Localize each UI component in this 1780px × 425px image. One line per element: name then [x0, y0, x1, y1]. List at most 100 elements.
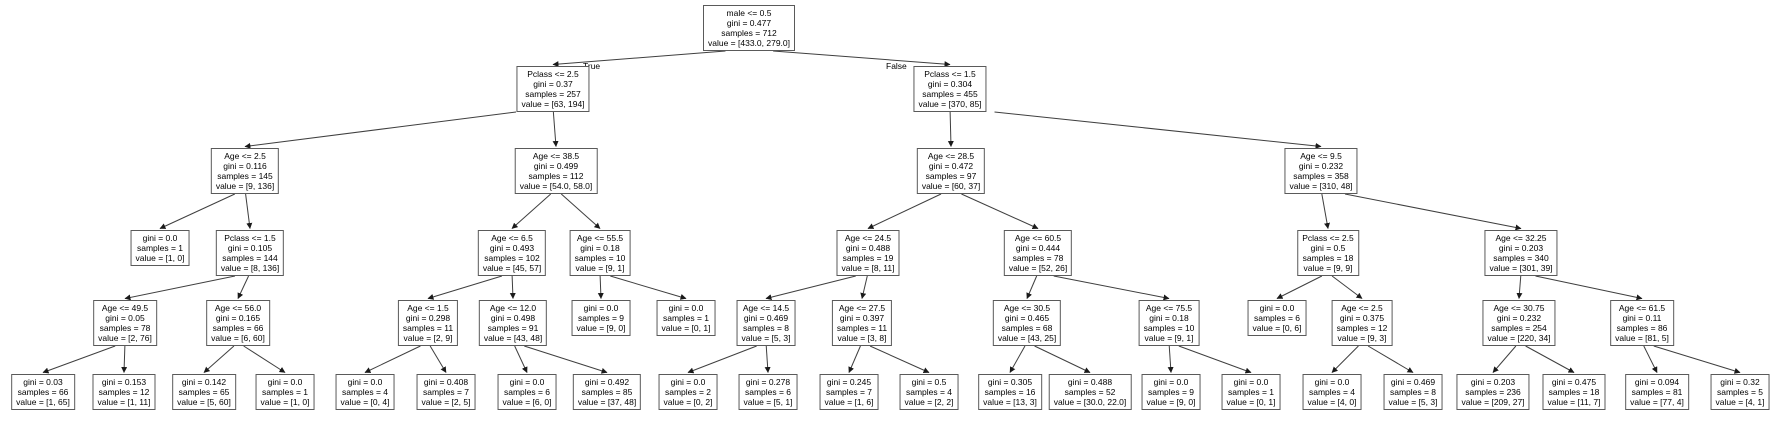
node-text-line: value = [6, 0] [502, 397, 552, 407]
node-text-line: value = [43, 25] [997, 333, 1057, 343]
node-text-line: samples = 102 [484, 253, 540, 263]
node-text-line: gini = 0.18 [1149, 313, 1189, 323]
node-text-line: samples = 18 [1548, 387, 1600, 397]
tree-edge [552, 50, 726, 68]
node-text-line: Age <= 2.5 [224, 151, 266, 161]
node-text-line: gini = 0.0 [142, 233, 178, 243]
node-text-line: samples = 254 [1491, 323, 1547, 333]
node-text-line: samples = 8 [1389, 387, 1437, 397]
node-text-line: gini = 0.32 [1720, 377, 1760, 387]
tree-edge [848, 345, 861, 373]
node-text-line: samples = 12 [98, 387, 150, 397]
node-text-line: gini = 0.397 [839, 313, 885, 323]
node-text-line: Pclass <= 1.5 [924, 69, 976, 79]
node-text-line: Age <= 75.5 [1145, 303, 1193, 313]
node-text-line: gini = 0.465 [1004, 313, 1050, 323]
node-text-line: samples = 9 [1147, 387, 1195, 397]
node-text-line: samples = 10 [574, 253, 626, 263]
node-text-line: gini = 0.203 [1498, 243, 1544, 253]
tree-edge [1344, 193, 1522, 231]
node-text-line: value = [0, 1] [661, 323, 711, 333]
tree-edge [860, 275, 868, 299]
node-text-line: samples = 65 [178, 387, 230, 397]
node-text-line: value = [5, 3] [741, 333, 791, 343]
node-text-line: samples = 1 [136, 243, 184, 253]
tree-edge [867, 193, 942, 229]
node-text-line: samples = 2 [664, 387, 712, 397]
node-text-line: Age <= 28.5 [927, 151, 975, 161]
node-text-line: samples = 11 [836, 323, 888, 333]
node-text-line: gini = 0.305 [987, 377, 1033, 387]
node-text-line: gini = 0.298 [405, 313, 451, 323]
node-text-line: gini = 0.488 [1067, 377, 1113, 387]
node-text-line: Pclass <= 2.5 [527, 69, 579, 79]
node-text-line: value = [0, 1] [1226, 397, 1276, 407]
node-text-line: samples = 455 [922, 89, 978, 99]
node-text-line: gini = 0.472 [928, 161, 974, 171]
node-text-line: samples = 9 [577, 313, 625, 323]
node-text-line: gini = 0.0 [583, 303, 619, 313]
node-text-line: gini = 0.498 [490, 313, 536, 323]
node-text-line: gini = 0.408 [423, 377, 469, 387]
node-text-line: value = [9, 9] [1303, 263, 1353, 273]
node-text-line: value = [9, 1] [1144, 333, 1194, 343]
tree-edge [244, 111, 517, 149]
node-text-line: gini = 0.0 [347, 377, 383, 387]
node-text-line: gini = 0.05 [105, 313, 145, 323]
node-text-line: gini = 0.0 [670, 377, 706, 387]
node-text-line: value = [9, 3] [1337, 333, 1387, 343]
node-text-line: gini = 0.37 [533, 79, 573, 89]
node-text-line: Pclass <= 2.5 [1302, 233, 1354, 243]
tree-edge [1053, 275, 1170, 301]
node-text-line: gini = 0.203 [1470, 377, 1516, 387]
node-text-line: Age <= 1.5 [407, 303, 449, 313]
node-text-line: samples = 19 [842, 253, 894, 263]
tree-edge [1178, 345, 1252, 374]
node-text-line: value = [0, 2] [663, 397, 713, 407]
tree-edge [427, 275, 503, 300]
node-text-line: samples = 145 [217, 171, 273, 181]
node-text-line: value = [5, 1] [743, 397, 793, 407]
node-text-line: value = [45, 57] [482, 263, 542, 273]
node-text-line: gini = 0.278 [745, 377, 791, 387]
tree-edge [764, 345, 771, 373]
tree-edge [773, 50, 951, 68]
node-text-line: value = [13, 3] [983, 397, 1037, 407]
node-text-line: samples = 18 [1302, 253, 1354, 263]
node-text-line: gini = 0.499 [533, 161, 579, 171]
node-text-line: samples = 144 [222, 253, 278, 263]
node-text-line: value = [77, 4] [1630, 397, 1684, 407]
node-text-line: samples = 236 [1465, 387, 1521, 397]
node-text-line: Age <= 9.5 [1300, 151, 1342, 161]
node-text-line: value = [301, 39] [1489, 263, 1553, 273]
node-text-line: value = [1, 0] [135, 253, 185, 263]
node-text-line: samples = 4 [341, 387, 389, 397]
tree-edge [364, 345, 421, 373]
node-text-line: value = [9, 0] [1146, 397, 1196, 407]
node-text-line: gini = 0.232 [1496, 313, 1542, 323]
node-text-line: samples = 7 [422, 387, 470, 397]
tree-edge [159, 193, 236, 229]
node-text-line: gini = 0.0 [267, 377, 303, 387]
node-text-line: gini = 0.03 [23, 377, 63, 387]
node-text-line: value = [11, 7] [1547, 397, 1601, 407]
node-text-line: gini = 0.475 [1551, 377, 1597, 387]
